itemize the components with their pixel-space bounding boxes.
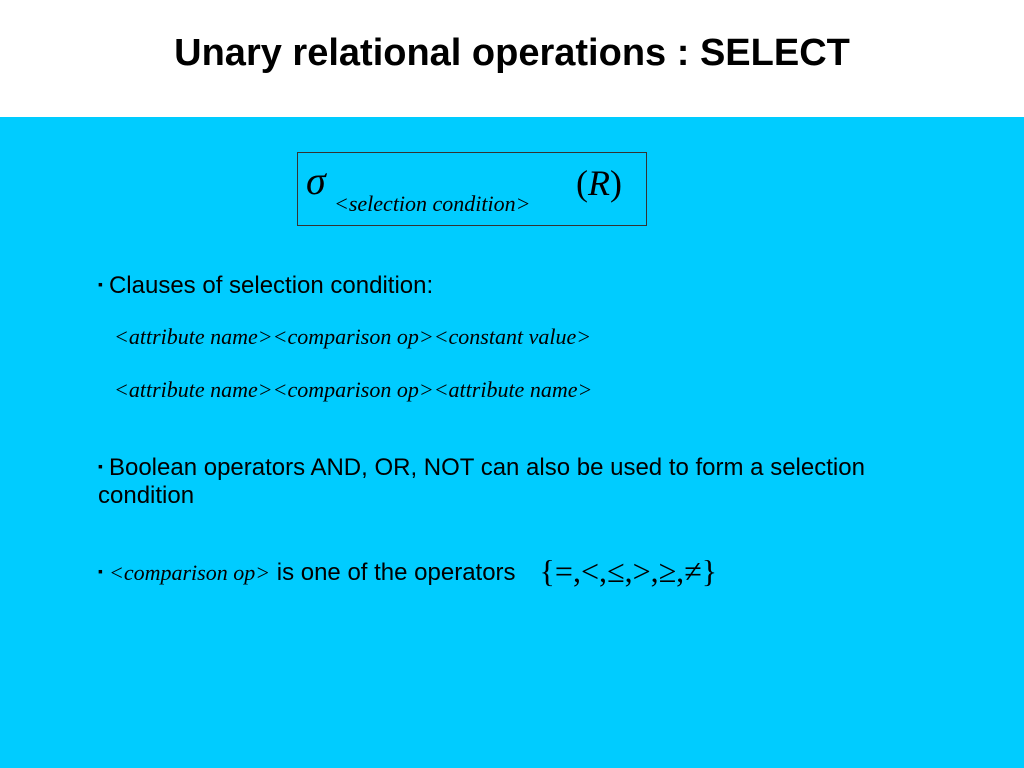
select-formula-box: σ <selection condition> (R) <box>297 152 647 226</box>
bullet-boolean: ▪Boolean operators AND, OR, NOT can also… <box>98 452 938 510</box>
formula-argument: (R) <box>576 163 622 203</box>
formula-subscript: <selection condition> <box>334 191 531 216</box>
paren-open: ( <box>576 163 588 203</box>
clause-constant: <attribute name><comparison op><constant… <box>114 324 592 349</box>
bullet-text: Boolean operators AND, OR, NOT can also … <box>98 454 865 509</box>
bullet-text: Clauses of selection condition: <box>108 272 434 299</box>
bullet-clauses: ▪ Clauses of selection condition: <box>98 270 433 300</box>
relation-name: R <box>588 163 610 203</box>
slide-content: σ <selection condition> (R) ▪ Clauses of … <box>0 117 1024 768</box>
operator-set: {=,<,≤,>,≥,≠} <box>539 553 718 589</box>
bullet-text: is one of the operators <box>270 559 516 586</box>
bullet-marker: ▪ <box>98 563 103 579</box>
paren-close: ) <box>610 163 622 203</box>
sigma-symbol: σ <box>306 158 326 203</box>
comparison-op-term: <comparison op> <box>108 560 271 585</box>
slide-title: Unary relational operations : SELECT <box>174 32 850 74</box>
title-bar: Unary relational operations : SELECT <box>0 0 1024 117</box>
bullet-marker: ▪ <box>98 276 103 292</box>
bullet-marker: ▪ <box>98 458 103 474</box>
bullet-operators: ▪ <comparison op> is one of the operators… <box>98 555 717 587</box>
clause-attribute: <attribute name><comparison op><attribut… <box>114 377 593 402</box>
